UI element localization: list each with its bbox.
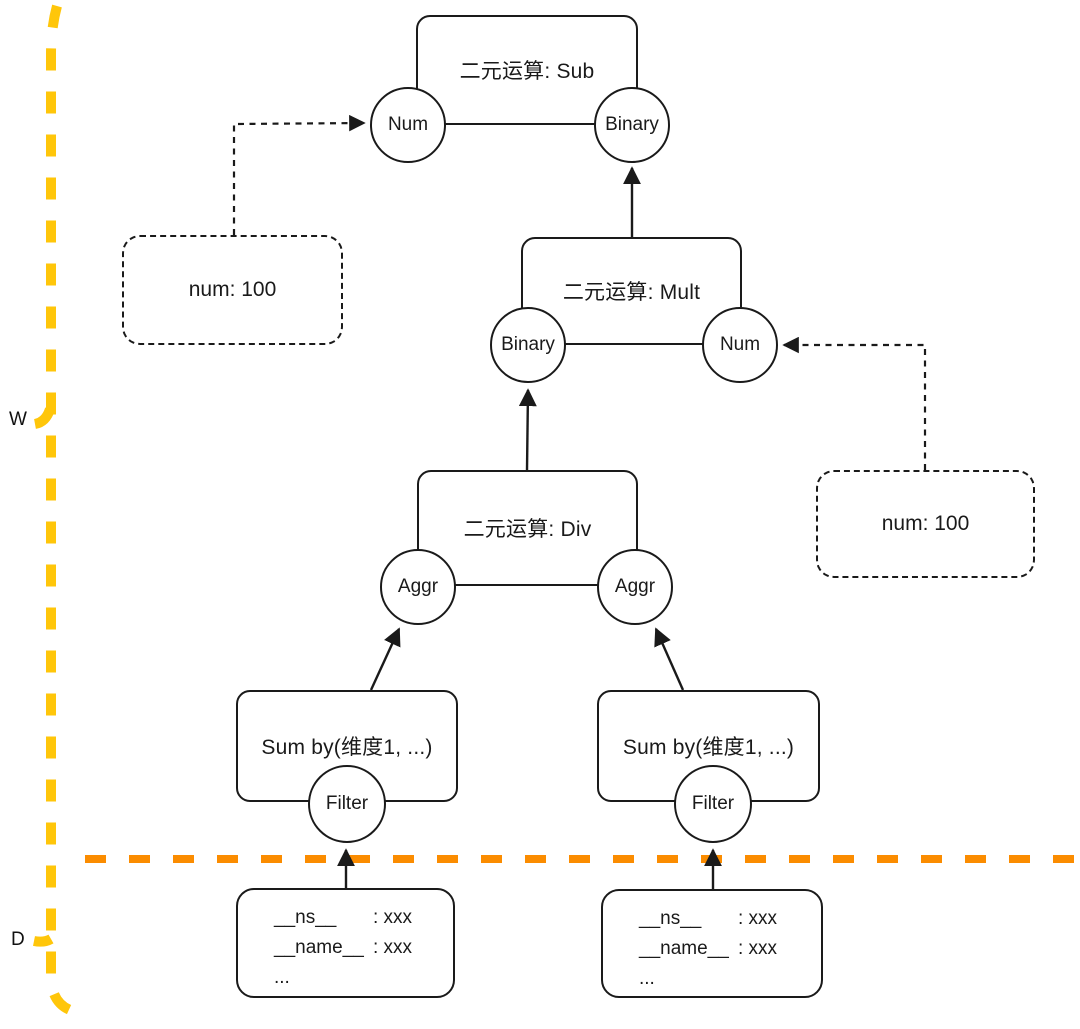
op-div-title: 二元运算: Div [463,518,592,541]
zone-label-w: W [9,409,27,430]
num-constant-right-label: num: 100 [881,512,970,535]
num-constant-right-box: num: 100 [816,470,1035,578]
data-right-ns-key: __ns__ [639,908,702,929]
data-right-ellipsis-text: ... [639,968,655,989]
node-num-mult-label: Num [719,334,761,355]
node-num-sub: Num [370,87,446,163]
data-right-name-key: __name__ [639,938,729,959]
data-left-ellipsis: ... [274,963,443,993]
node-filter-left-label: Filter [325,793,369,814]
sum-left-box: Sum by(维度1, ...) [236,690,458,802]
data-left-box: __ns__ : xxx __name__ : xxx ... [236,888,455,998]
num-constant-left-box: num: 100 [122,235,343,345]
sum-right-title: Sum by(维度1, ...) [622,736,795,759]
node-filter-left: Filter [308,765,386,843]
data-left-ellipsis-text: ... [274,967,290,988]
edge-numright-to-num-mult [782,336,927,470]
node-aggr-right: Aggr [597,549,673,625]
op-div-box: 二元运算: Div [417,470,638,586]
sum-left-title: Sum by(维度1, ...) [261,736,433,759]
edge-numleft-to-num-sub [232,114,366,235]
w-notch [33,407,55,429]
node-aggr-left-label: Aggr [397,576,439,597]
data-left-name-value: : xxx [373,937,413,958]
data-left-ns-value: : xxx [373,907,413,928]
node-binary-mult: Binary [490,307,566,383]
node-aggr-right-label: Aggr [614,576,656,597]
node-binary-sub-label: Binary [605,114,659,135]
wd-boundary-line [46,4,78,1017]
edge-div-to-mult-binary [518,388,537,471]
node-filter-right: Filter [674,765,752,843]
data-left-name-key: __name__ [274,937,364,958]
data-right-ellipsis: ... [639,964,811,994]
data-left-ns-key: __ns__ [274,907,337,928]
data-right-box: __ns__ : xxx __name__ : xxx ... [601,889,823,998]
data-right-name-value: : xxx [738,938,778,959]
data-left-row-name: __name__ : xxx [274,933,443,963]
op-sub-title: 二元运算: Sub [459,60,595,83]
data-right-row-name: __name__ : xxx [639,934,811,964]
num-constant-left-label: num: 100 [188,278,277,301]
node-num-sub-label: Num [387,114,429,135]
data-left-row-ns: __ns__ : xxx [274,903,443,933]
op-mult-title: 二元运算: Mult [562,281,701,304]
node-num-mult: Num [702,307,778,383]
edge-sumright-to-aggr-right [654,627,685,691]
node-filter-right-label: Filter [691,793,735,814]
node-binary-sub: Binary [594,87,670,163]
node-aggr-left: Aggr [380,549,456,625]
data-right-ns-value: : xxx [738,908,778,929]
data-right-row-ns: __ns__ : xxx [639,904,811,934]
node-binary-mult-label: Binary [501,334,555,355]
d-notch [33,934,54,947]
edge-sumleft-to-aggr-left [369,627,401,691]
zone-label-d: D [11,929,25,950]
